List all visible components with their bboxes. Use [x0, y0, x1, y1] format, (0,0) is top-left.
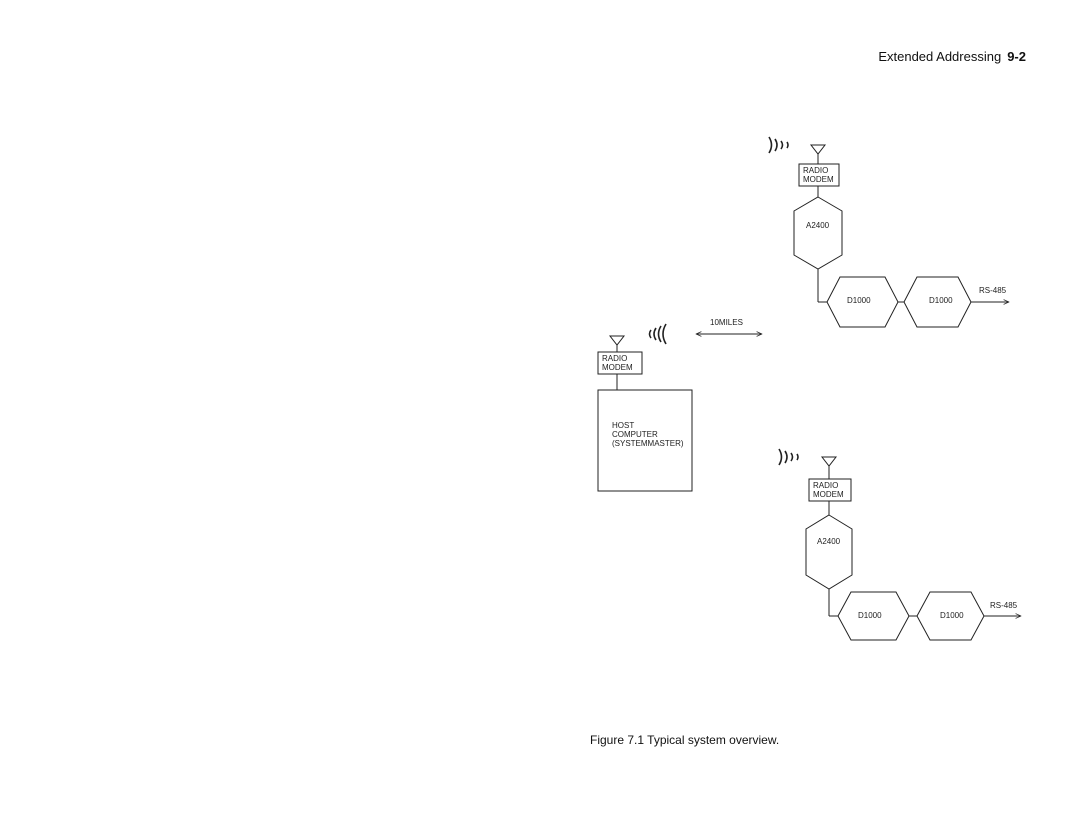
page-header: Extended Addressing 9-2: [878, 49, 1026, 64]
remote-site-1: RADIO MODEM A2400 D1000 D1000 RS-485: [768, 136, 1009, 328]
master-radio-modem-box: [597, 351, 643, 375]
master-station: RADIO MODEM HOST COMPUTER (SYSTEMMASTER): [597, 323, 693, 492]
site1-d1000-b-label: D1000: [929, 296, 953, 305]
host-label-3: (SYSTEMMASTER): [612, 439, 684, 448]
antenna-icon: [608, 335, 626, 352]
site2-rs485-label: RS-485: [990, 601, 1018, 610]
section-title: Extended Addressing: [878, 49, 1002, 64]
antenna-icon: [820, 456, 838, 479]
site1-modem-label-1: RADIO: [803, 166, 828, 175]
radio-waves-icon: [768, 136, 789, 154]
site2-d1000-a-label: D1000: [858, 611, 882, 620]
antenna-icon: [809, 144, 827, 164]
site2-modem-label-2: MODEM: [813, 490, 844, 499]
master-modem-label-1: RADIO: [602, 354, 627, 363]
figure-caption: Figure 7.1 Typical system overview.: [590, 733, 780, 747]
page-number: 9-2: [1007, 49, 1026, 64]
site2-a2400-module: [805, 514, 853, 590]
distance-label: 10MILES: [710, 318, 743, 327]
site1-a2400-label: A2400: [806, 221, 830, 230]
site1-d1000-a-label: D1000: [847, 296, 871, 305]
host-label-2: COMPUTER: [612, 430, 658, 439]
site2-a2400-label: A2400: [817, 537, 841, 546]
radio-waves-icon: [648, 323, 667, 345]
site2-modem-label-1: RADIO: [813, 481, 838, 490]
site1-a2400-module: [793, 196, 843, 270]
site1-rs485-label: RS-485: [979, 286, 1007, 295]
distance-indicator: 10MILES: [696, 318, 762, 334]
master-modem-label-2: MODEM: [602, 363, 633, 372]
radio-waves-icon: [778, 448, 799, 466]
site1-modem-label-2: MODEM: [803, 175, 834, 184]
remote-site-2: RADIO MODEM A2400 D1000 D1000 RS-485: [778, 448, 1021, 641]
host-computer-box: [597, 389, 693, 492]
site2-d1000-b-label: D1000: [940, 611, 964, 620]
site1-radio-modem-box: [798, 163, 840, 187]
site2-radio-modem-box: [808, 478, 852, 502]
host-label-1: HOST: [612, 421, 634, 430]
